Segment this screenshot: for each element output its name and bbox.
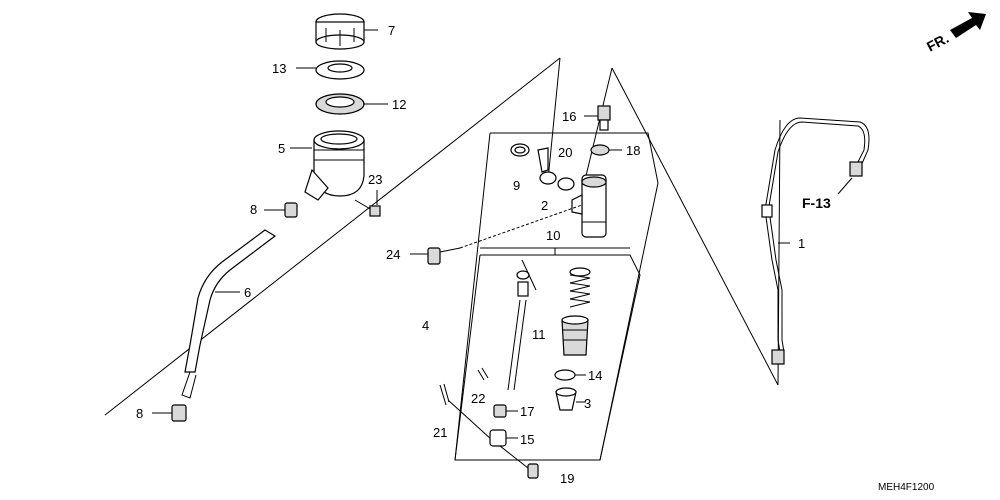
callout-4: 4 [422,318,429,333]
sub-assembly-box-upper [454,132,659,461]
callout-14: 14 [588,368,602,383]
callout-5: 5 [278,141,285,156]
front-direction-arrow: FR. [924,12,986,55]
callout-15: 15 [520,432,534,447]
callout-19: 19 [560,471,574,486]
callout-23: 23 [368,172,382,187]
reservoir-hose [181,229,277,399]
bolt-19 [499,445,539,479]
callout-11: 11 [532,327,546,342]
push-rod [507,259,537,391]
joint-20 [537,147,549,173]
callout-18: 18 [626,143,640,158]
callout-10: 10 [546,228,560,243]
direction-label: FR. [924,30,951,55]
cotter-pin-21 [439,383,493,441]
callout-7: 7 [388,23,395,38]
hose-clip-lower [152,404,187,422]
screw-23 [354,190,381,217]
washer-18 [590,144,622,156]
callout-8-upper: 8 [250,202,257,217]
callout-20: 20 [558,145,572,160]
master-cylinder-body [571,174,607,238]
callout-24: 24 [386,247,400,262]
circlip-14 [554,369,586,381]
reservoir-diaphragm [315,93,388,115]
hose-clip-upper [264,202,298,218]
brake-hose [761,117,870,365]
reservoir-cap [315,13,378,50]
nut-17 [493,404,518,418]
callout-1: 1 [798,236,805,251]
reference-label: F-13 [802,195,831,211]
assembly-outline [104,57,781,416]
callout-17: 17 [520,404,534,419]
diagram-code: MEH4F1200 [878,482,935,493]
bolt-24 [410,204,583,265]
bolt-16 [584,105,611,131]
joint-15 [489,429,518,447]
sub-assembly-box-inner [454,247,641,461]
oring-9 [510,143,530,157]
callout-16: 16 [562,109,576,124]
callout-2: 2 [541,198,548,213]
reservoir-tank [290,130,365,201]
pin-22 [477,367,489,381]
piston-11 [561,315,589,356]
oring-2 [539,171,575,191]
callout-13: 13 [272,61,286,76]
spring [569,267,591,308]
reservoir-plate [296,60,365,80]
callout-12: 12 [392,97,406,112]
callout-22: 22 [471,391,485,406]
callout-8-lower: 8 [136,406,143,421]
boot-3 [555,387,586,411]
callout-21: 21 [433,425,447,440]
callout-6: 6 [244,285,251,300]
callout-3: 3 [584,396,591,411]
callout-9: 9 [513,178,520,193]
